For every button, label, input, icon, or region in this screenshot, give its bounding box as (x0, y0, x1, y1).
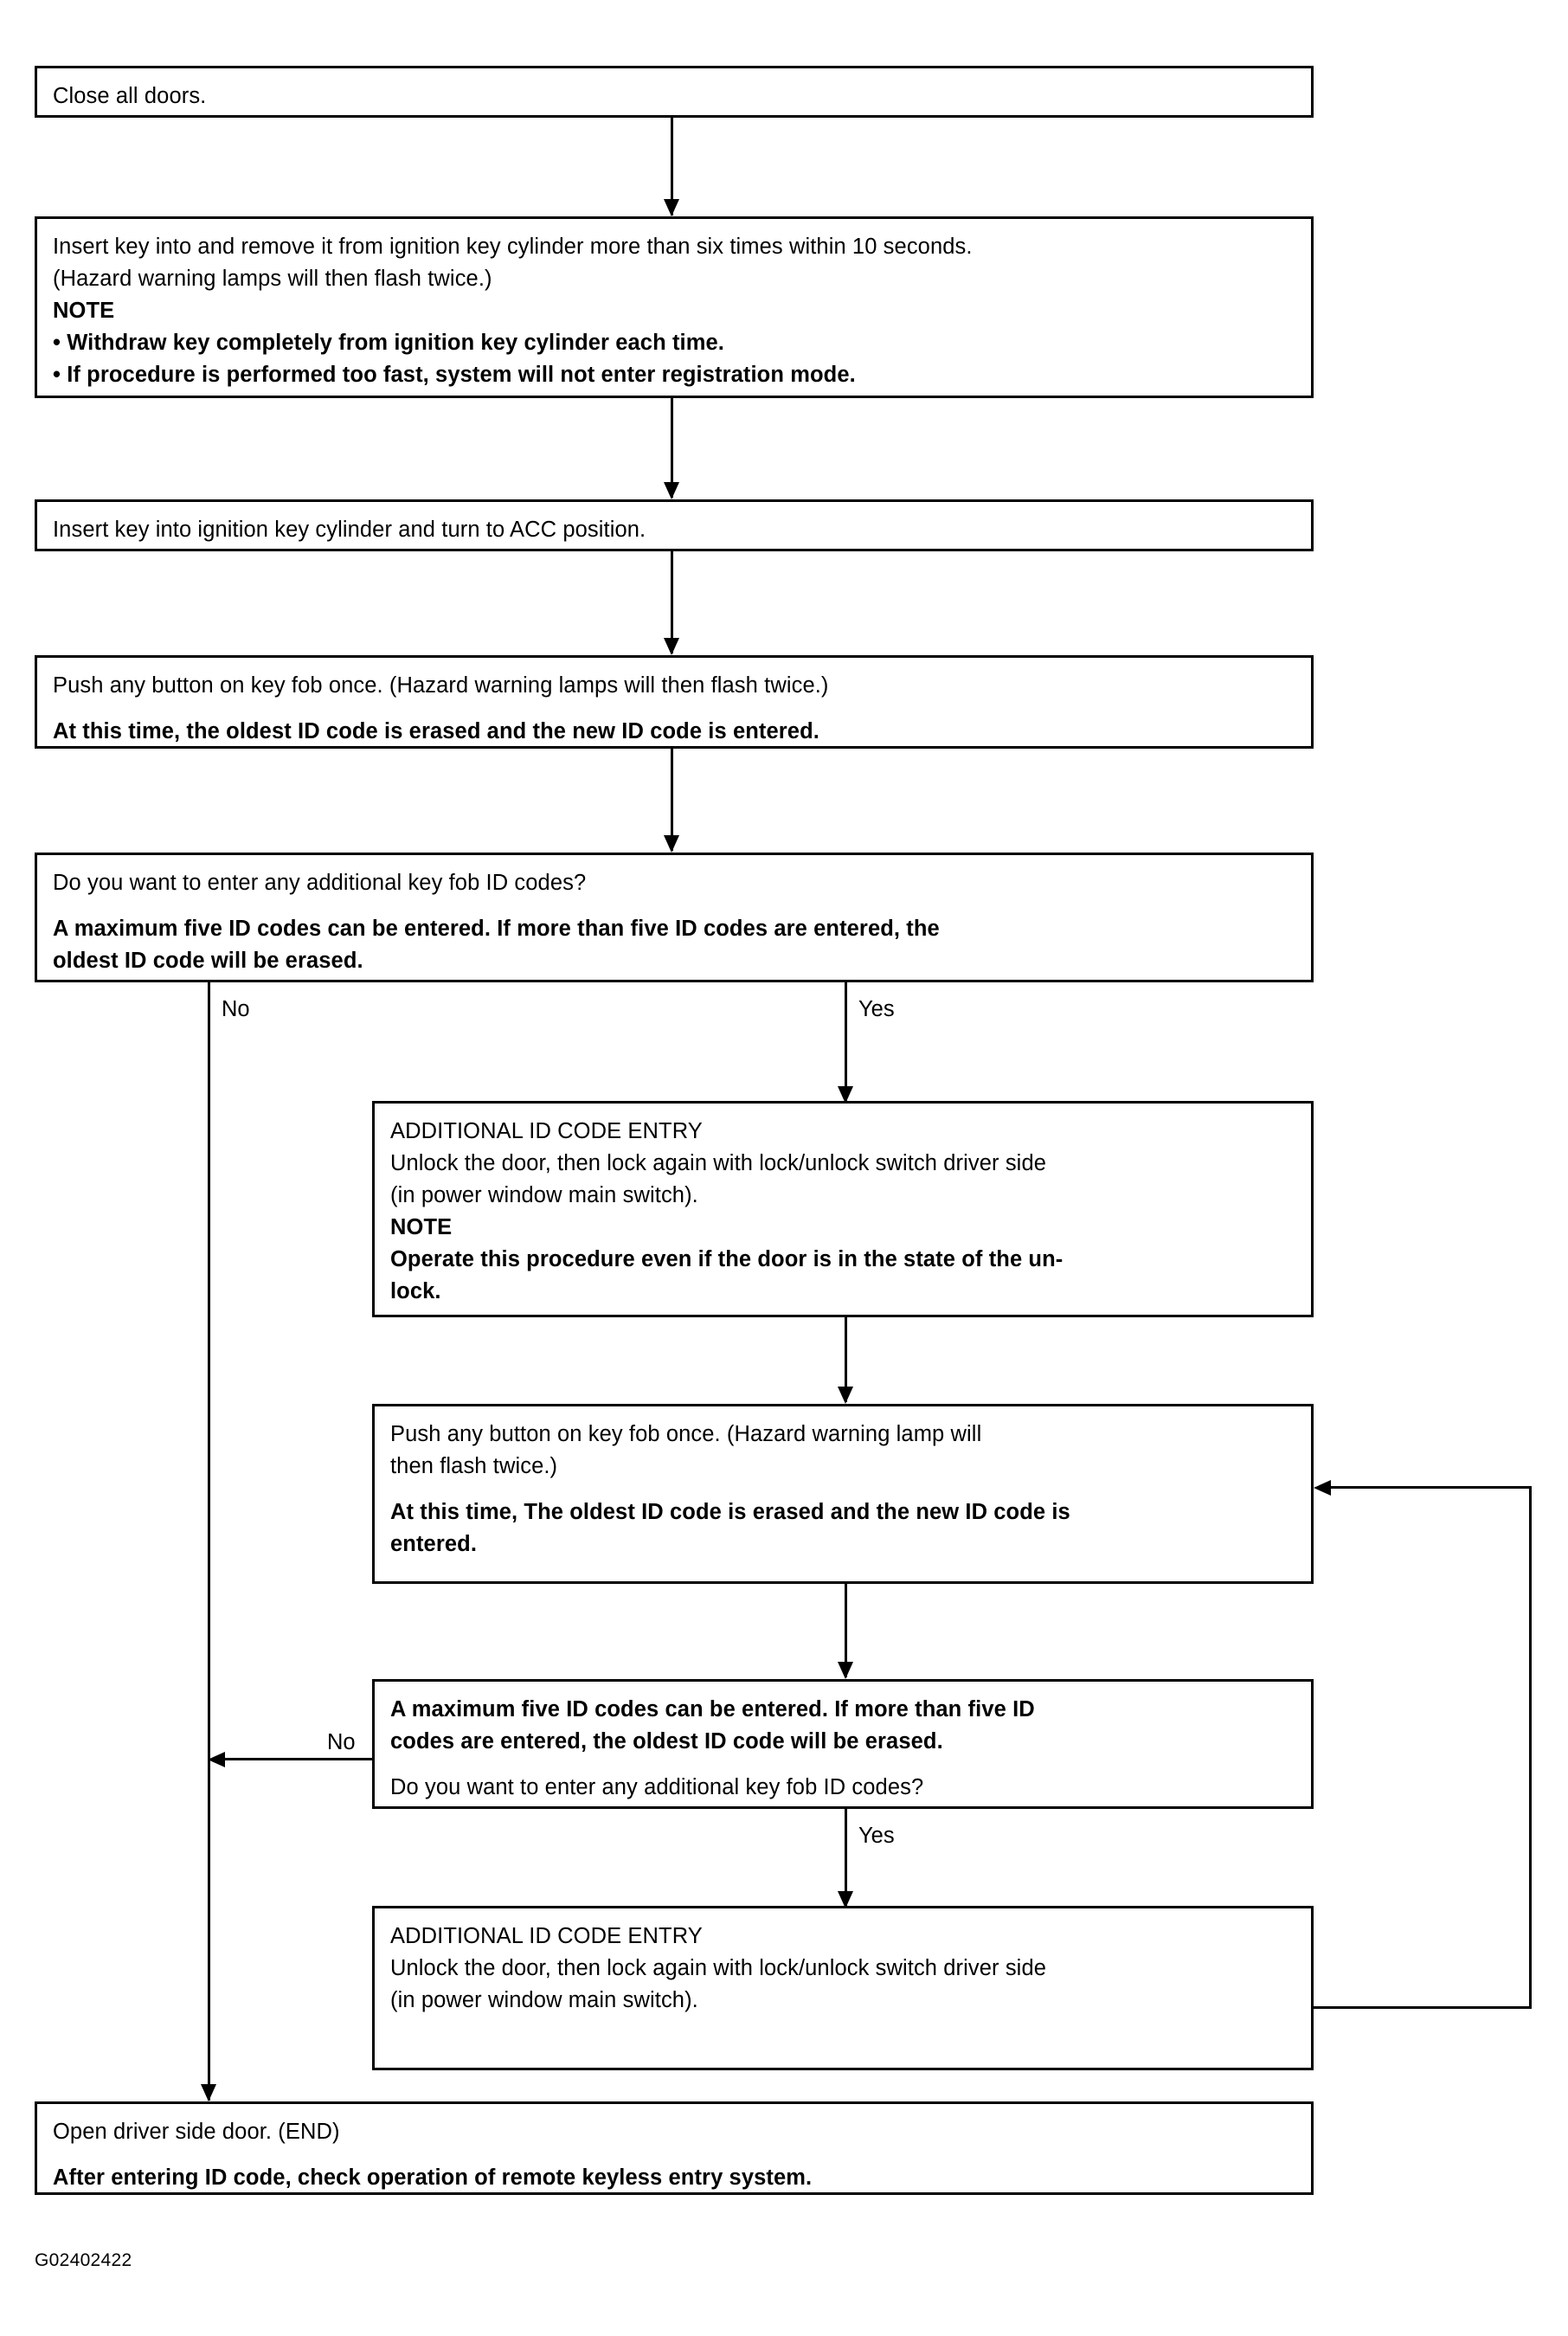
connector-3-line (671, 551, 673, 653)
branch-no-second-arrowhead (208, 1752, 225, 1767)
feedback-loop-top-segment (1324, 1486, 1532, 1489)
additional-entry-second-title: ADDITIONAL ID CODE ENTRY (390, 1924, 703, 1948)
connector-4-arrowhead (664, 835, 679, 853)
branch-no-second-line (218, 1758, 374, 1760)
node-decision-second: A maximum five ID codes can be entered. … (372, 1679, 1314, 1809)
connector-6-arrowhead (838, 1387, 853, 1404)
node-additional-entry-first: ADDITIONAL ID CODE ENTRY Unlock the door… (372, 1101, 1314, 1317)
decision-first-note: A maximum five ID codes can be entered. … (53, 917, 940, 973)
branch-label-no-second: No (327, 1730, 356, 1754)
additional-entry-first-title: ADDITIONAL ID CODE ENTRY (390, 1119, 703, 1143)
connector-1-line (671, 118, 673, 216)
decision-second-note: A maximum five ID codes can be entered. … (390, 1697, 1035, 1754)
connector-7-arrowhead (838, 1662, 853, 1679)
connector-1-arrowhead (664, 199, 679, 216)
insert-remove-key-note-1: • Withdraw key completely from ignition … (53, 331, 724, 355)
push-button-second-line1: Push any button on key fob once. (Hazard… (390, 1422, 982, 1478)
feedback-loop-right-segment (1529, 1486, 1532, 2009)
additional-entry-first-body: Unlock the door, then lock again with lo… (390, 1151, 1047, 1207)
branch-yes-first-line (845, 982, 847, 1101)
connector-7-line (845, 1584, 847, 1677)
node-acc-position: Insert key into ignition key cylinder an… (35, 499, 1314, 551)
node-decision-first: Do you want to enter any additional key … (35, 853, 1314, 982)
branch-yes-second-arrowhead (838, 1891, 853, 1908)
node-close-all-doors: Close all doors. (35, 66, 1314, 118)
end-node-line1: Open driver side door. (END) (53, 2120, 340, 2144)
additional-entry-first-note: Operate this procedure even if the door … (390, 1247, 1064, 1303)
branch-no-first-arrowhead (201, 2084, 216, 2101)
feedback-loop-bottom-segment (1314, 2006, 1532, 2009)
push-button-first-line1: Push any button on key fob once. (Hazard… (53, 673, 829, 698)
feedback-loop-arrowhead (1314, 1480, 1331, 1496)
branch-label-yes-second: Yes (858, 1824, 895, 1848)
node-end: Open driver side door. (END) After enter… (35, 2101, 1314, 2195)
additional-entry-first-note-title: NOTE (390, 1215, 453, 1239)
acc-position-text: Insert key into ignition key cylinder an… (53, 518, 646, 542)
branch-no-first-line (208, 982, 210, 2101)
connector-2-arrowhead (664, 482, 679, 499)
additional-entry-second-body: Unlock the door, then lock again with lo… (390, 1956, 1047, 2012)
push-button-first-line2: At this time, the oldest ID code is eras… (53, 719, 819, 743)
node-push-button-second: Push any button on key fob once. (Hazard… (372, 1404, 1314, 1584)
close-doors-text: Close all doors. (53, 84, 207, 108)
figure-code: G02402422 (35, 2250, 132, 2270)
branch-yes-second-line (845, 1809, 847, 1906)
connector-4-line (671, 749, 673, 851)
branch-yes-first-arrowhead (838, 1086, 853, 1104)
node-additional-entry-second: ADDITIONAL ID CODE ENTRY Unlock the door… (372, 1906, 1314, 2070)
connector-6-line (845, 1317, 847, 1402)
decision-second-question: Do you want to enter any additional key … (390, 1775, 924, 1799)
push-button-second-line2: At this time, The oldest ID code is eras… (390, 1500, 1070, 1556)
decision-first-question: Do you want to enter any additional key … (53, 871, 587, 895)
node-push-button-first: Push any button on key fob once. (Hazard… (35, 655, 1314, 749)
insert-remove-key-note-2: • If procedure is performed too fast, sy… (53, 363, 856, 387)
insert-remove-key-text: Insert key into and remove it from ignit… (53, 235, 973, 291)
end-node-line2: After entering ID code, check operation … (53, 2165, 813, 2190)
branch-label-no-first: No (222, 997, 250, 1021)
insert-remove-key-note-title: NOTE (53, 299, 115, 323)
connector-3-arrowhead (664, 638, 679, 655)
connector-2-line (671, 398, 673, 498)
node-insert-remove-key: Insert key into and remove it from ignit… (35, 216, 1314, 398)
branch-label-yes-first: Yes (858, 997, 895, 1021)
